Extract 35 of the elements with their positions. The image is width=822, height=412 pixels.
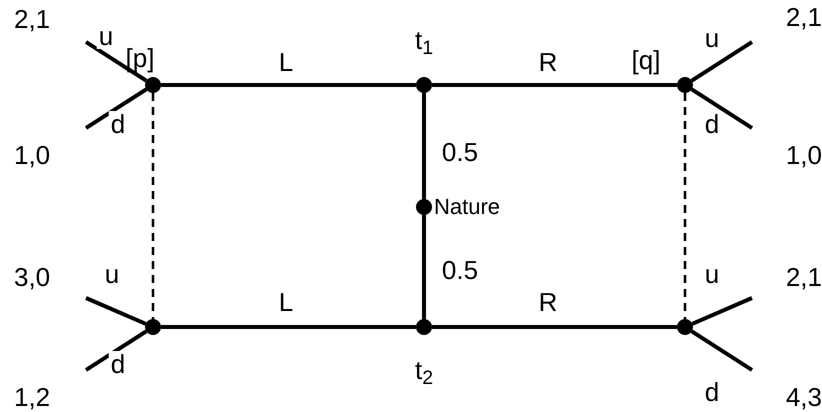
branch-line bbox=[432, 83, 677, 87]
payoff-label: 1,0 bbox=[14, 142, 50, 168]
branch-line bbox=[422, 215, 426, 319]
branch-line bbox=[432, 325, 677, 329]
payoff-label: 1,0 bbox=[786, 142, 822, 168]
branch-line bbox=[84, 330, 148, 372]
payoff-label: 3,0 bbox=[14, 264, 50, 290]
node-label: t$_{1}$ bbox=[414, 27, 434, 53]
dashed-line bbox=[152, 93, 154, 319]
branch-line bbox=[692, 296, 753, 326]
node-label: t$_{2}$ bbox=[414, 357, 434, 383]
payoff-label: 2,1 bbox=[786, 4, 822, 30]
payoff-label: 2,1 bbox=[786, 264, 822, 290]
dashed-line bbox=[684, 93, 686, 319]
branch-line bbox=[690, 88, 754, 130]
branch-line bbox=[422, 93, 426, 199]
decision-node bbox=[145, 319, 161, 335]
branch-line bbox=[690, 40, 754, 82]
payoff-label: 2,1 bbox=[14, 6, 50, 32]
branch-line bbox=[161, 325, 416, 329]
node-label: Nature bbox=[434, 196, 500, 218]
decision-node bbox=[416, 319, 432, 335]
branch-line bbox=[84, 88, 148, 130]
payoff-label: 4,3 bbox=[786, 384, 822, 410]
branch-line bbox=[161, 83, 416, 87]
branch-line bbox=[690, 330, 754, 372]
decision-node bbox=[416, 199, 432, 215]
node-label: [q] bbox=[632, 47, 660, 73]
decision-node bbox=[416, 77, 432, 93]
decision-node bbox=[677, 77, 693, 93]
decision-node bbox=[677, 319, 693, 335]
decision-node bbox=[145, 77, 161, 93]
payoff-label: 1,2 bbox=[14, 384, 50, 410]
branch-line bbox=[85, 296, 146, 326]
branch-line bbox=[84, 40, 148, 82]
